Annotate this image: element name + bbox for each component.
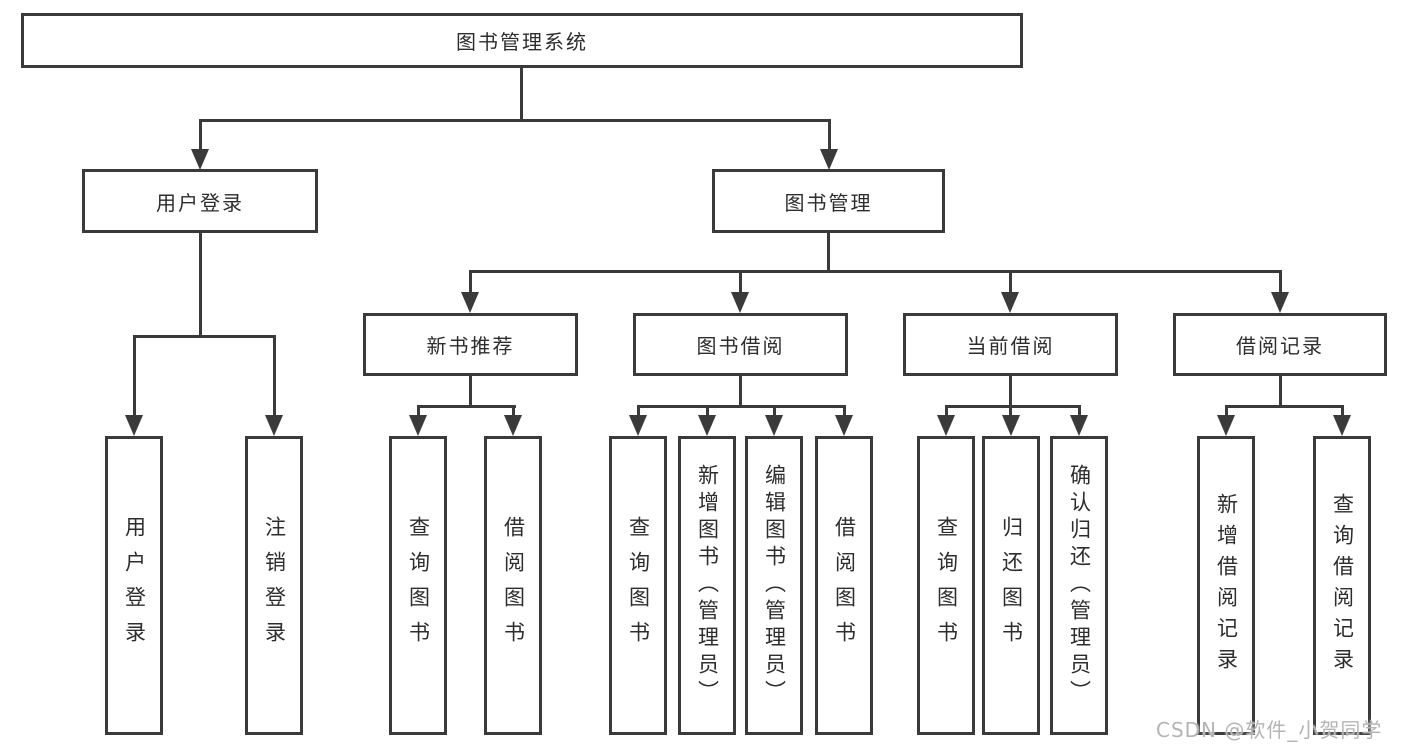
node-new-book-recommend: 新书推荐 (363, 313, 578, 376)
leaf-query-borrow-record: 查询借阅记录 (1313, 436, 1371, 735)
leaf-add-borrow-record: 新增借阅记录 (1197, 436, 1255, 735)
leaf-logout: 注销登录 (245, 436, 303, 735)
connector-current-split (945, 405, 1081, 408)
connector-drop-cur-leaf2 (1009, 405, 1012, 419)
node-book-management: 图书管理 (712, 169, 945, 233)
arrow-down-borrow (731, 292, 749, 313)
connector-drop-rec-leaf1 (417, 405, 420, 419)
node-current-borrow: 当前借阅 (903, 313, 1118, 376)
leaf-query-books-borrow: 查询图书 (609, 436, 667, 735)
connector-drop-login-leaf2 (273, 335, 276, 417)
connector-records-split (1225, 405, 1344, 408)
connector-drop-bor-leaf4 (843, 405, 846, 419)
connector-borrow-trunk (739, 376, 742, 408)
leaf-query-books-recommend: 查询图书 (389, 436, 447, 735)
arrow-down-recommend (461, 292, 479, 313)
arrow-down-rec-leaf2 (504, 415, 522, 436)
arrow-down-records (1271, 292, 1289, 313)
arrow-down-rec-leaf1 (409, 415, 427, 436)
arrow-down-bor-leaf4 (835, 415, 853, 436)
connector-drop-login (199, 119, 202, 151)
leaf-add-books-admin: 新增图书（管理员） (678, 436, 736, 735)
connector-drop-records (1279, 270, 1282, 295)
connector-borrow-split (637, 405, 846, 408)
connector-drop-cur-leaf1 (945, 405, 948, 419)
connector-drop-bor-leaf3 (773, 405, 776, 419)
node-user-login: 用户登录 (82, 169, 318, 233)
arrow-down-his-leaf2 (1333, 415, 1351, 436)
node-root: 图书管理系统 (21, 13, 1023, 68)
connector-drop-his-leaf1 (1225, 405, 1228, 419)
connector-recommend-split (417, 405, 516, 408)
arrow-down-bor-leaf1 (629, 415, 647, 436)
connector-drop-his-leaf2 (1341, 405, 1344, 419)
node-borrow-records: 借阅记录 (1173, 313, 1387, 376)
arrow-down-mgmt (820, 149, 838, 170)
connector-mgmt-trunk (827, 233, 830, 273)
arrow-down-his-leaf1 (1217, 415, 1235, 436)
connector-mgmt-split (469, 270, 1282, 273)
connector-drop-current (1009, 270, 1012, 295)
leaf-user-login: 用户登录 (105, 436, 163, 735)
leaf-borrow-books-recommend: 借阅图书 (484, 436, 542, 735)
connector-login-split (133, 335, 276, 338)
leaf-return-books: 归还图书 (982, 436, 1040, 735)
connector-drop-cur-leaf3 (1078, 405, 1081, 419)
connector-recommend-trunk (469, 376, 472, 408)
leaf-query-books-current: 查询图书 (917, 436, 975, 735)
connector-root-trunk (520, 68, 523, 120)
connector-drop-borrow (739, 270, 742, 295)
arrow-down-login-leaf2 (265, 415, 283, 436)
connector-drop-recommend (469, 270, 472, 295)
arrow-down-bor-leaf3 (765, 415, 783, 436)
connector-drop-rec-leaf2 (512, 405, 515, 419)
arrow-down-bor-leaf2 (698, 415, 716, 436)
leaf-confirm-return-admin: 确认归还（管理员） (1050, 436, 1108, 735)
leaf-edit-books-admin: 编辑图书（管理员） (745, 436, 803, 735)
arrow-down-cur-leaf3 (1070, 415, 1088, 436)
arrow-down-cur-leaf1 (937, 415, 955, 436)
connector-records-trunk (1279, 376, 1282, 408)
connector-drop-bor-leaf1 (637, 405, 640, 419)
node-book-borrow: 图书借阅 (633, 313, 848, 376)
connector-current-trunk (1009, 376, 1012, 408)
csdn-watermark: CSDN @软件_小贺同学 (1156, 718, 1383, 742)
connector-drop-login-leaf1 (133, 335, 136, 417)
connector-drop-bor-leaf2 (706, 405, 709, 419)
leaf-borrow-books: 借阅图书 (815, 436, 873, 735)
arrow-down-cur-leaf2 (1002, 415, 1020, 436)
arrow-down-login (191, 149, 209, 170)
arrow-down-current (1001, 292, 1019, 313)
connector-root-split (199, 119, 831, 122)
connector-drop-mgmt (828, 119, 831, 151)
connector-login-trunk (199, 233, 202, 338)
arrow-down-login-leaf1 (125, 415, 143, 436)
